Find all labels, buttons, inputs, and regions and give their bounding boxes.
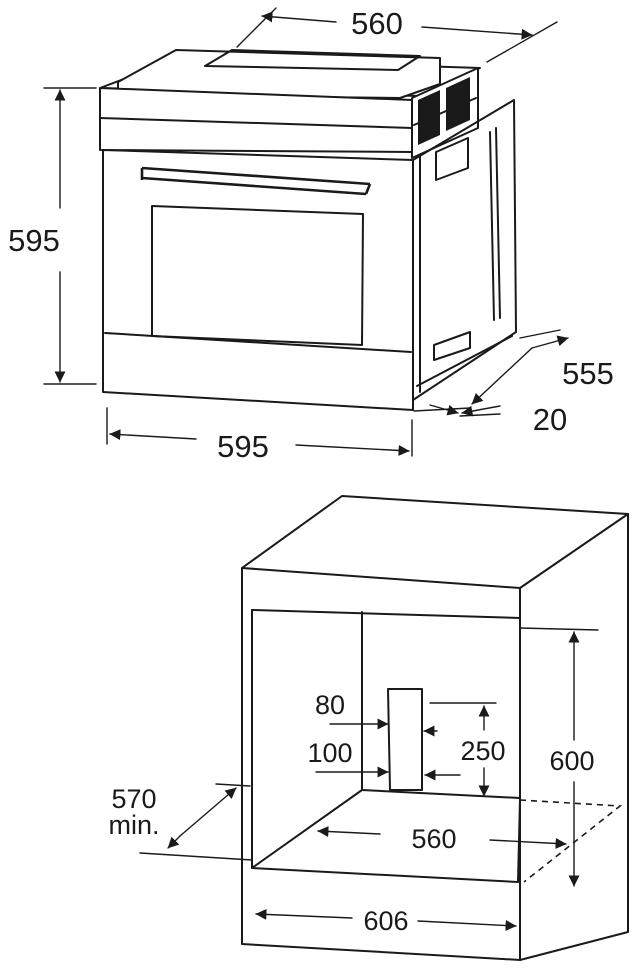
dim-vent-offset: 100 (307, 738, 352, 768)
dim-depth-min-unit: min. (108, 810, 159, 840)
vent-grille (411, 67, 479, 159)
oven-handle (141, 166, 371, 186)
dim-oven-width-top: 560 (351, 6, 403, 41)
oven-side-body (412, 99, 517, 401)
cabinet-outer (241, 495, 629, 961)
dim-oven-width-front: 595 (217, 429, 269, 464)
cabinet-drawing: 80 100 250 600 570 min. 560 606 (108, 495, 629, 961)
dim-vent-width: 80 (315, 690, 345, 720)
oven-drawing: 560 595 555 20 595 (8, 6, 614, 464)
oven-window (151, 205, 364, 346)
niche-depth-dashed (519, 799, 623, 883)
niche-top-edge (251, 609, 521, 619)
dim-depth-min-value: 570 (111, 784, 156, 814)
dim-vent-height: 250 (460, 736, 505, 766)
oven-control-strip (99, 87, 413, 153)
dim-oven-height: 595 (8, 223, 60, 258)
dim-oven-front-offset: 20 (533, 402, 567, 437)
dim-oven-depth: 555 (562, 356, 614, 391)
oven-front-door (102, 149, 414, 411)
vent-slot (387, 688, 423, 791)
dim-niche-width: 560 (411, 824, 456, 854)
oven-top-panel (204, 49, 421, 71)
dim-niche-height: 600 (549, 746, 594, 776)
dim-outer-width: 606 (363, 906, 408, 936)
oven-side-bracket (435, 137, 469, 181)
